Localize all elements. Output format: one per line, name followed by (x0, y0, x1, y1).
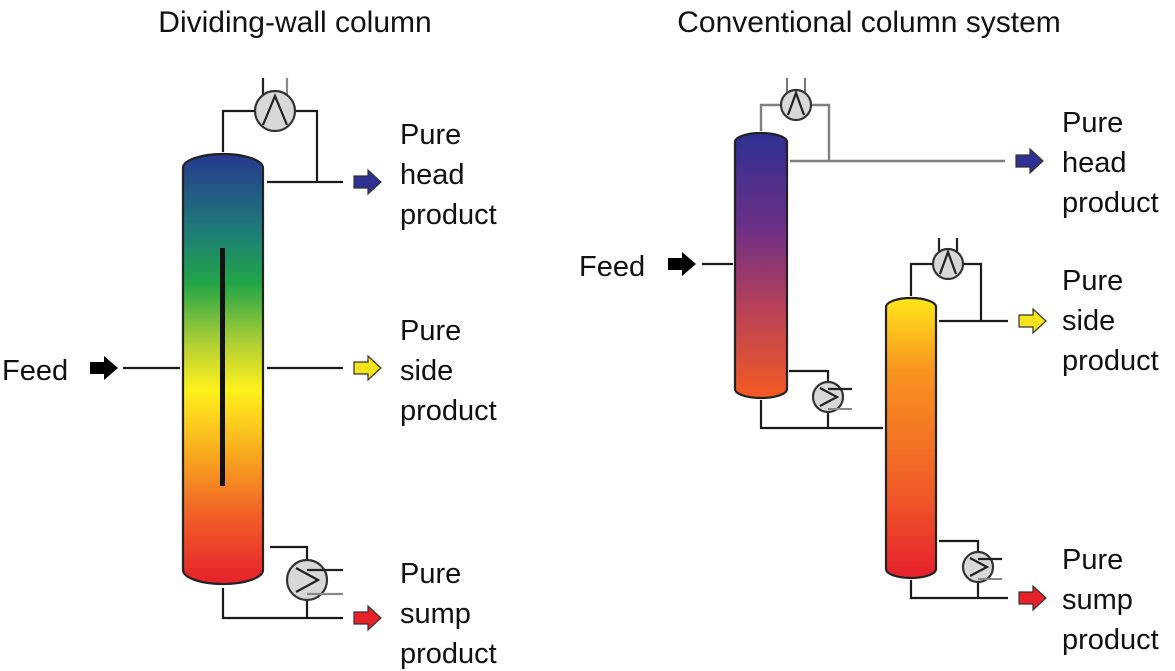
dividing-wall-column-diagram: Dividing-wall column Pure head product F… (2, 6, 497, 670)
col2-reflux-line (963, 262, 983, 321)
reflux-line (295, 109, 319, 182)
conv-sump-label-3: product (1062, 624, 1159, 656)
col1-condenser-icon (779, 78, 813, 122)
dwc-sump-label-1: Pure (400, 558, 461, 590)
conv-feed-arrow-icon (668, 252, 696, 276)
col1-reboiler-icon (811, 380, 852, 414)
dwc-head-label-2: head (400, 159, 465, 191)
dwc-sump-label-2: sump (400, 598, 471, 630)
dwc-feed-label: Feed (2, 355, 68, 387)
col2-vapor-line (909, 262, 933, 296)
conventional-title: Conventional column system (677, 6, 1061, 39)
col1-bottoms-to-col2-line (759, 400, 883, 430)
col1-reboiler-return-line (789, 369, 830, 382)
head-product-arrow-icon (353, 168, 382, 196)
conv-side-label-1: Pure (1062, 265, 1123, 297)
conv-side-label-2: side (1062, 305, 1115, 337)
conv-sump-label-2: sump (1062, 584, 1133, 616)
vapor-line (221, 109, 255, 152)
dwc-head-label-3: product (400, 199, 497, 231)
sump-product-arrow-icon (353, 604, 382, 632)
dwc-sump-label-3: product (400, 638, 497, 670)
conv-head-label-1: Pure (1062, 107, 1123, 139)
dividing-wall (220, 248, 225, 486)
reboiler-return-line (270, 545, 309, 562)
conv-sump-label-1: Pure (1062, 544, 1123, 576)
second-column (884, 296, 938, 580)
col1-reflux-line (812, 103, 831, 161)
dwc-side-label-1: Pure (400, 315, 461, 347)
col2-reboiler-return-line (939, 539, 980, 552)
col2-bottoms-line (909, 580, 1008, 600)
conv-side-label-3: product (1062, 345, 1159, 377)
conventional-column-diagram: Conventional column system Pure head pro… (579, 6, 1159, 656)
bottoms-line (221, 588, 343, 620)
conv-sump-product-arrow-icon (1018, 584, 1047, 612)
dwc-side-label-2: side (400, 355, 453, 387)
reboiler-icon (285, 558, 343, 602)
first-column (733, 131, 789, 400)
dwc-title: Dividing-wall column (158, 6, 431, 39)
col2-condenser-icon (931, 238, 965, 281)
conv-head-label-2: head (1062, 147, 1127, 179)
conv-feed-label: Feed (579, 251, 645, 283)
col1-vapor-line (759, 103, 780, 131)
condenser-icon (253, 78, 297, 133)
dwc-head-label-1: Pure (400, 119, 461, 151)
col2-reboiler-icon (961, 550, 1002, 584)
conv-side-product-arrow-icon (1018, 307, 1047, 335)
conv-head-label-3: product (1062, 187, 1159, 219)
dwc-side-label-3: product (400, 395, 497, 427)
feed-arrow-icon (90, 356, 118, 380)
conv-head-product-arrow-icon (1015, 147, 1044, 175)
side-product-arrow-icon (353, 354, 382, 382)
